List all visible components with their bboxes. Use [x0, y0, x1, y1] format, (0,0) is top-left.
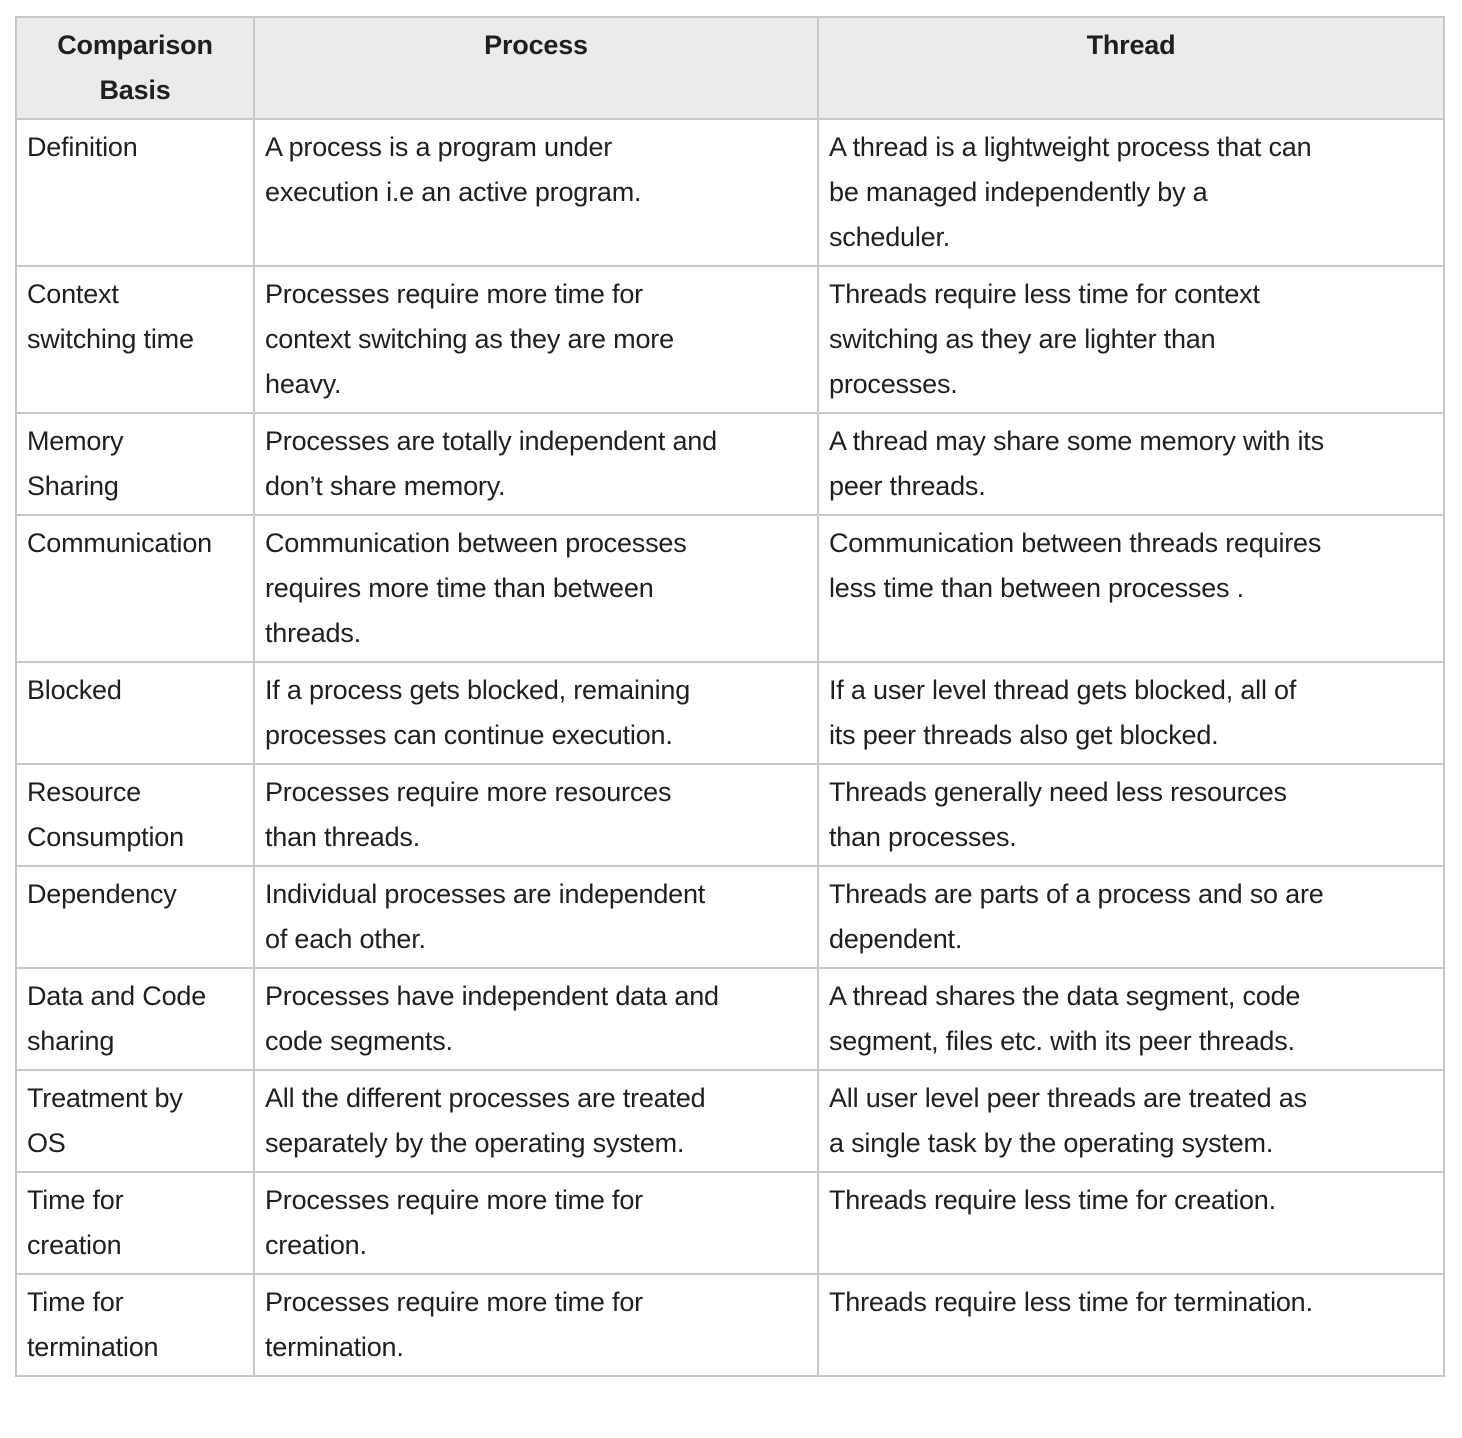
- row-label: Dependency: [15, 865, 255, 969]
- header-row: Comparison Basis Process Thread: [15, 16, 1445, 120]
- comparison-table: Comparison Basis Process Thread Definiti…: [15, 16, 1445, 1377]
- thread-cell: Threads are parts of a process and so ar…: [817, 865, 1445, 969]
- table-row-resource-consumption: Resource Consumption Processes require m…: [15, 763, 1445, 867]
- row-label: Time for termination: [15, 1273, 255, 1377]
- thread-cell: Threads require less time for creation.: [817, 1171, 1445, 1275]
- row-label: Data and Code sharing: [15, 967, 255, 1071]
- process-cell: Processes are totally independent and do…: [253, 412, 819, 516]
- row-label: Time for creation: [15, 1171, 255, 1275]
- table-row-time-for-termination: Time for termination Processes require m…: [15, 1273, 1445, 1377]
- thread-cell: Threads require less time for context sw…: [817, 265, 1445, 414]
- row-label: Treatment by OS: [15, 1069, 255, 1173]
- row-label: Memory Sharing: [15, 412, 255, 516]
- process-cell: All the different processes are treated …: [253, 1069, 819, 1173]
- table-row-treatment-by-os: Treatment by OS All the different proces…: [15, 1069, 1445, 1173]
- process-cell: A process is a program under execution i…: [253, 118, 819, 267]
- table-row-dependency: Dependency Individual processes are inde…: [15, 865, 1445, 969]
- thread-cell: A thread may share some memory with its …: [817, 412, 1445, 516]
- page: { "table": { "title": "Process vs Thread…: [0, 16, 1462, 1438]
- table-row-definition: Definition A process is a program under …: [15, 118, 1445, 267]
- process-cell: Individual processes are independent of …: [253, 865, 819, 969]
- process-cell: Processes have independent data and code…: [253, 967, 819, 1071]
- thread-cell: Threads generally need less resources th…: [817, 763, 1445, 867]
- table-row-data-and-code-sharing: Data and Code sharing Processes have ind…: [15, 967, 1445, 1071]
- row-label: Context switching time: [15, 265, 255, 414]
- process-cell: Processes require more time for creation…: [253, 1171, 819, 1275]
- thread-cell: A thread is a lightweight process that c…: [817, 118, 1445, 267]
- row-label: Blocked: [15, 661, 255, 765]
- process-cell: Processes require more time for terminat…: [253, 1273, 819, 1377]
- header-comparison-basis: Comparison Basis: [15, 16, 255, 120]
- process-cell: If a process gets blocked, remaining pro…: [253, 661, 819, 765]
- header-process: Process: [253, 16, 819, 120]
- table-row-blocked: Blocked If a process gets blocked, remai…: [15, 661, 1445, 765]
- thread-cell: If a user level thread gets blocked, all…: [817, 661, 1445, 765]
- row-label: Definition: [15, 118, 255, 267]
- table-row-context-switching-time: Context switching time Processes require…: [15, 265, 1445, 414]
- thread-cell: Threads require less time for terminatio…: [817, 1273, 1445, 1377]
- header-thread: Thread: [817, 16, 1445, 120]
- row-label: Communication: [15, 514, 255, 663]
- process-cell: Processes require more time for context …: [253, 265, 819, 414]
- row-label: Resource Consumption: [15, 763, 255, 867]
- process-cell: Processes require more resources than th…: [253, 763, 819, 867]
- table-row-time-for-creation: Time for creation Processes require more…: [15, 1171, 1445, 1275]
- thread-cell: A thread shares the data segment, code s…: [817, 967, 1445, 1071]
- thread-cell: All user level peer threads are treated …: [817, 1069, 1445, 1173]
- table-row-communication: Communication Communication between proc…: [15, 514, 1445, 663]
- table-row-memory-sharing: Memory Sharing Processes are totally ind…: [15, 412, 1445, 516]
- thread-cell: Communication between threads requires l…: [817, 514, 1445, 663]
- process-cell: Communication between processes requires…: [253, 514, 819, 663]
